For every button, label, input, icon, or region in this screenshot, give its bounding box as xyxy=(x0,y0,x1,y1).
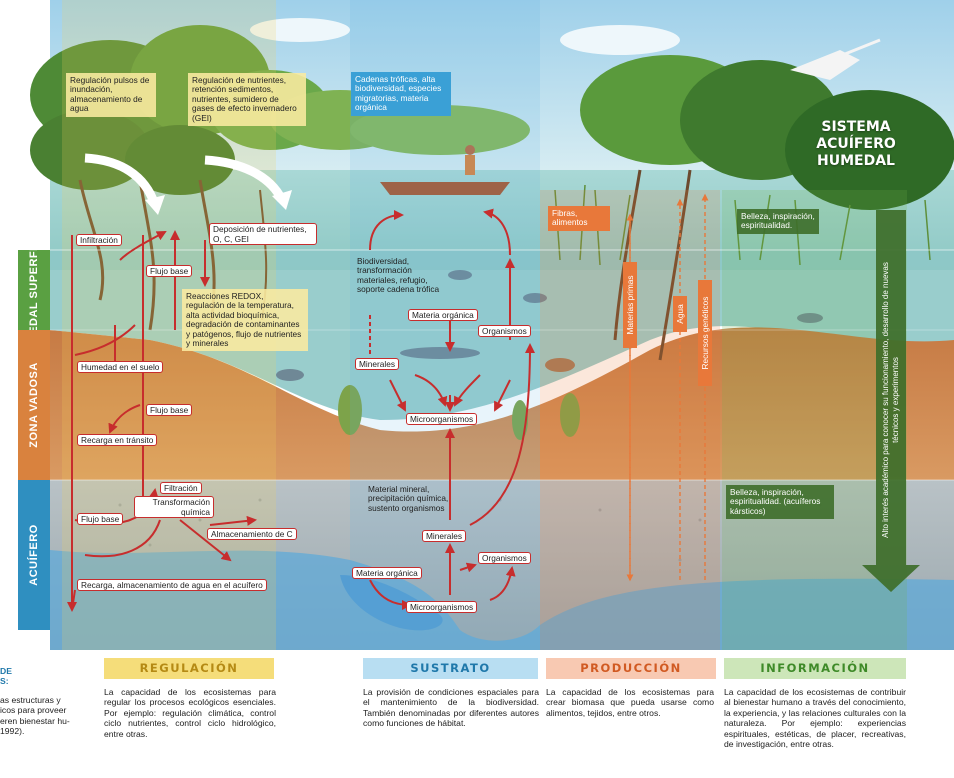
karst-beauty-box: Belleza, inspiración, espiritualidad. (a… xyxy=(726,485,834,520)
organic-matter-label: Materia orgánica xyxy=(352,567,422,579)
nutrient-regulation-box: Regulación de nutrientes, retención sedi… xyxy=(188,73,306,127)
category-information: INFORMACIÓN xyxy=(724,658,906,679)
aquifer-water xyxy=(50,550,954,650)
aquifer-pocket xyxy=(340,575,443,631)
zone-vadose-label: ZONA VADOSA xyxy=(18,330,50,480)
aquifer-recharge-label: Recarga, almacenamiento de agua en el ac… xyxy=(77,579,267,591)
soil-moisture-label: Humedad en el suelo xyxy=(77,361,164,373)
biodiversity-label: Biodiversidad, transformación materiales… xyxy=(357,256,440,295)
raw-materials-bar: Materias primas xyxy=(623,262,637,348)
redox-box: Reacciones REDOX, regulación de la tempe… xyxy=(182,289,308,352)
white-arrow-head xyxy=(145,195,165,215)
base-flow-label: Flujo base xyxy=(146,265,193,277)
beauty-box: Belleza, inspiración, espiritualidad. xyxy=(737,209,819,234)
mineral-material-label: Material mineral, precipitación química,… xyxy=(368,484,449,513)
heron xyxy=(790,38,881,80)
title-line: ACUÍFERO xyxy=(816,136,896,152)
right-trees xyxy=(580,55,954,361)
cloud xyxy=(250,18,350,42)
production-description: La capacidad de los ecosistemas para cre… xyxy=(546,687,714,718)
substrate-description: La provisión de condiciones espaciales p… xyxy=(363,687,539,729)
minerals-label: Minerales xyxy=(422,530,466,542)
title-line: SISTEMA xyxy=(821,119,891,135)
cut-line: icos para proveer xyxy=(0,705,67,716)
left-cut-text: DE S: as estructuras y icos para proveer… xyxy=(0,666,100,736)
water-bar: Agua xyxy=(673,296,687,332)
cut-heading: S: xyxy=(0,676,9,687)
information-description: La capacidad de los ecosistemas de contr… xyxy=(724,687,906,750)
fibers-box: Fibras, alimentos xyxy=(548,206,610,231)
system-title: SISTEMA ACUÍFERO HUMEDAL xyxy=(806,119,906,170)
deposition-label: Deposición de nutrientes, O, C, GEI xyxy=(209,223,317,245)
regulation-description: La capacidad de los ecosistemas para reg… xyxy=(104,687,276,739)
microorganisms-label: Microorganismos xyxy=(406,601,478,613)
cut-heading: DE xyxy=(0,666,12,676)
vadose-soil xyxy=(50,327,954,480)
flood-regulation-box: Regulación pulsos de inundación, almacen… xyxy=(66,73,156,117)
category-substrate: SUSTRATO xyxy=(363,658,538,679)
base-flow-label: Flujo base xyxy=(77,513,124,525)
cut-line: 1992). xyxy=(0,726,25,737)
chem-transform-label: Transformación química xyxy=(134,496,214,518)
fish xyxy=(276,270,823,381)
cut-line: eren bienestar hu- xyxy=(0,715,70,726)
infiltration-label: Infiltración xyxy=(76,234,122,246)
zone-aquifer-label: ACUÍFERO xyxy=(18,480,50,630)
cut-line: as estructuras y xyxy=(0,694,61,705)
minerals-label: Minerales xyxy=(355,358,399,370)
white-arrow xyxy=(204,155,287,203)
base-flow-label: Flujo base xyxy=(146,404,193,416)
cloud xyxy=(560,25,680,55)
carbon-storage-label: Almacenamiento de C xyxy=(207,528,297,540)
information-big-arrow xyxy=(862,210,920,592)
white-arrow-head xyxy=(272,190,292,210)
organisms-label: Organismos xyxy=(478,552,531,564)
academic-interest-text: Alto interés académico para conocer su f… xyxy=(881,262,900,538)
filtration-label: Filtración xyxy=(160,482,202,494)
genetic-resources-bar: Recursos genéticos xyxy=(698,280,712,386)
zone-surface-label: HUMEDAL SUPERFICIAL xyxy=(18,220,50,360)
organisms-label: Organismos xyxy=(478,325,531,337)
white-arrow xyxy=(84,153,160,207)
category-production: PRODUCCIÓN xyxy=(546,658,716,679)
title-line: HUMEDAL xyxy=(817,153,895,169)
transit-recharge-label: Recarga en tránsito xyxy=(77,434,158,446)
boat xyxy=(380,145,510,195)
microorganisms-label: Microorganismos xyxy=(406,413,478,425)
category-regulation: REGULACIÓN xyxy=(104,658,274,679)
organic-matter-label: Materia orgánica xyxy=(408,309,478,321)
food-chains-box: Cadenas tróficas, alta biodiversidad, es… xyxy=(351,72,451,116)
